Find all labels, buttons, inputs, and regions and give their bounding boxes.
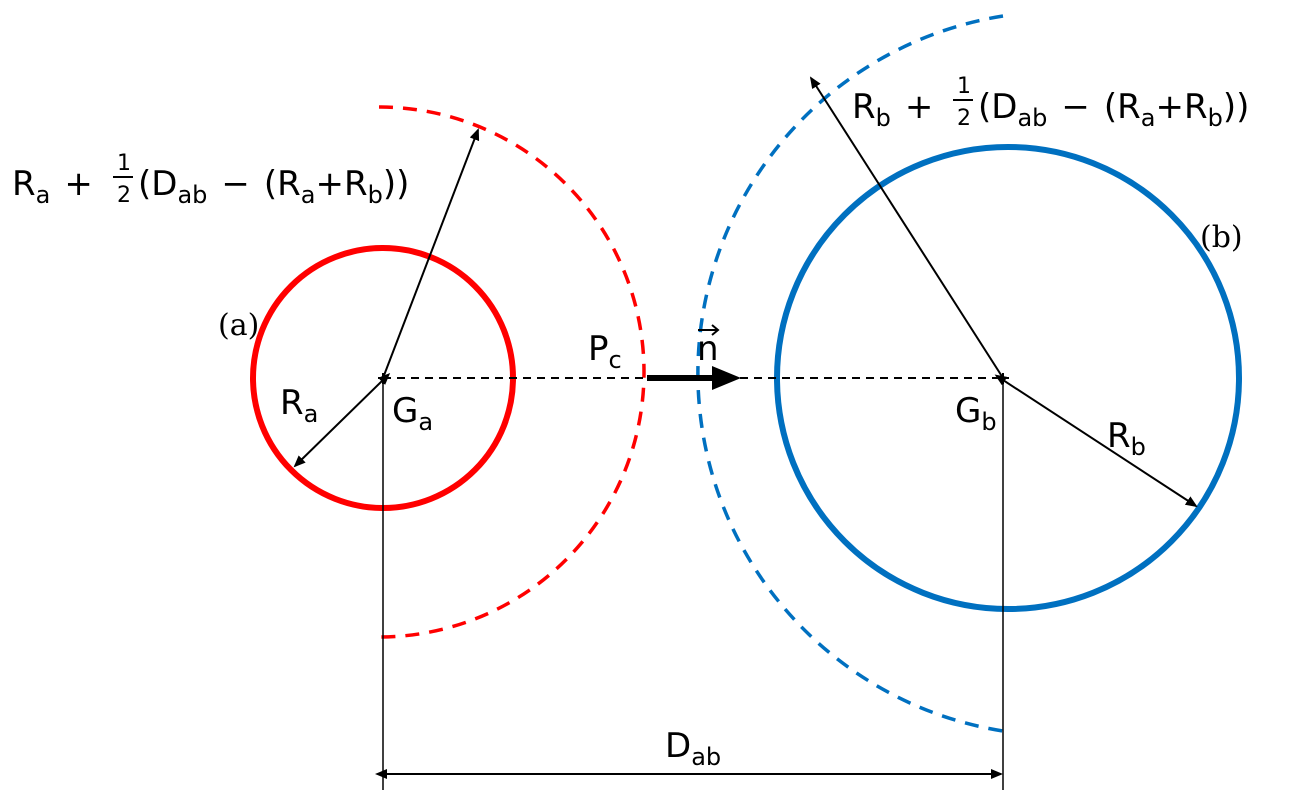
formula-b: Rb+ 1 2 (Dab−(Ra+Rb)) [852,74,1249,132]
svg-text:2: 2 [117,183,131,208]
svg-text:(Dab−(Ra+Rb)): (Dab−(Ra+Rb)) [138,164,409,209]
center-a-label: Ga [392,391,433,436]
svg-text:(Dab−(Ra+Rb)): (Dab−(Ra+Rb)) [978,87,1249,132]
circle-b-expanded-arc [696,14,1004,733]
expanded-radius-b-arrow [809,76,1004,379]
svg-text:2: 2 [957,106,971,131]
svg-text:1: 1 [957,74,971,99]
circle-a-tag: (a) [218,308,259,343]
svg-text:Rb+: Rb+ [852,87,933,132]
contact-point-label: Pc [588,329,622,374]
svg-text:Ra+: Ra+ [12,164,93,209]
svg-text:1: 1 [117,151,131,176]
radius-b-label: Rb [1107,416,1146,461]
radius-a-label: Ra [280,383,318,428]
formula-a: Ra+ 1 2 (Dab−(Ra+Rb)) [12,151,409,209]
normal-vector-head [712,366,741,390]
normal-label-arrow [698,324,720,336]
radius-a-arrow [293,373,391,468]
expanded-radius-a-arrow [382,128,480,379]
circle-a-expanded-arc [378,105,646,639]
distance-label: Dab [665,726,721,771]
radius-b-arrow [994,374,1198,508]
circle-b [774,144,1242,612]
circle-b-tag: (b) [1200,220,1243,255]
normal-label: n [697,329,719,369]
center-b-label: Gb [955,391,997,436]
